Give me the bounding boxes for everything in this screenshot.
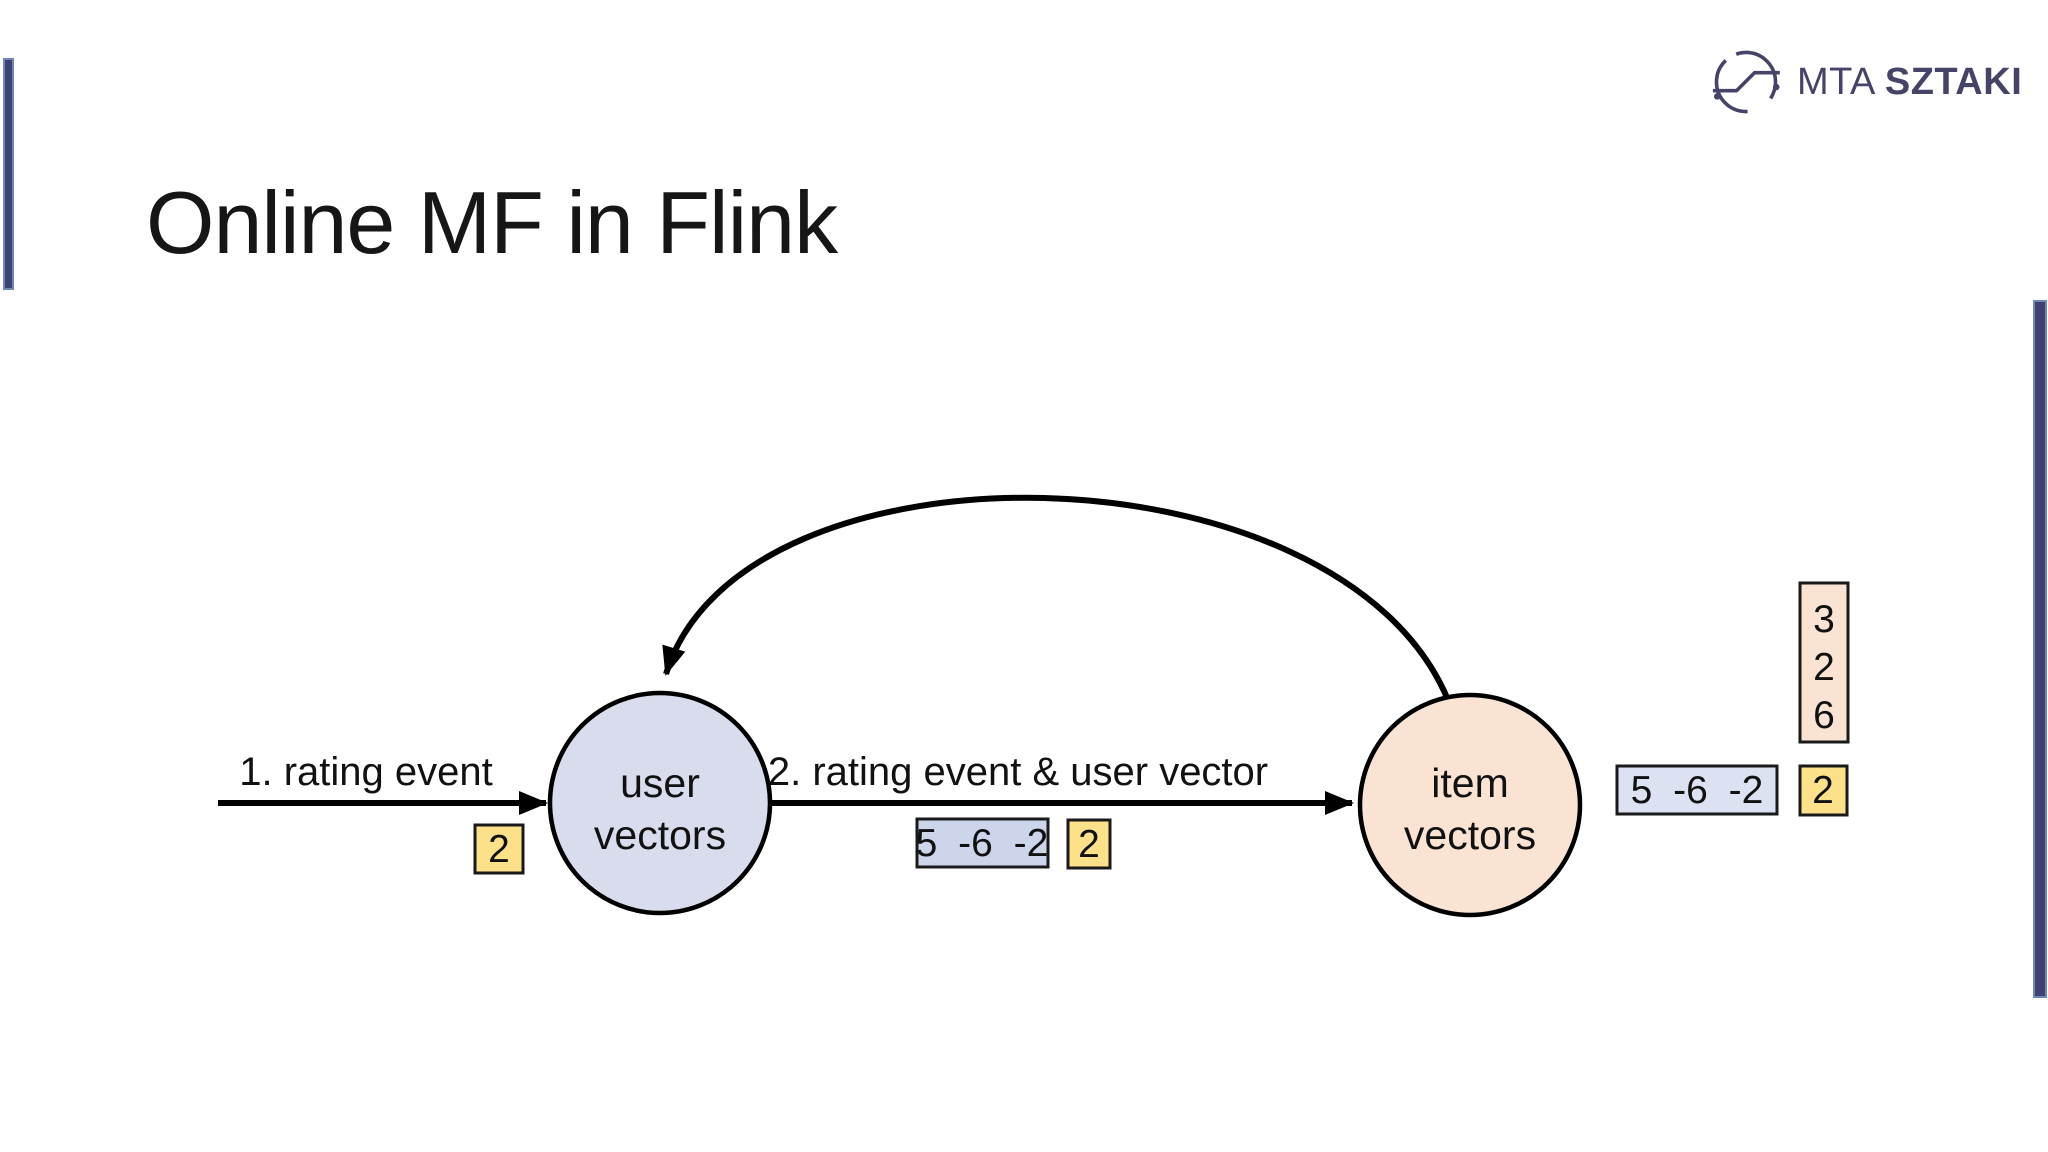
user-vector-token-mid: [915, 817, 1050, 869]
mta-sztaki-logo: MTA SZTAKI: [1710, 46, 2022, 118]
user-vectors-node: [547, 690, 773, 916]
rating-token-mid: [1066, 818, 1112, 870]
item-vector-token-right: [1615, 764, 1779, 816]
item-vector-column-value-2: 2: [1813, 646, 1835, 689]
logo-text-sztaki: SZTAKI: [1884, 60, 2023, 103]
user-vectors-label-line1: user: [620, 760, 700, 806]
sztaki-cycle-icon: [1712, 50, 1780, 114]
item-vectors-label-line2: vectors: [1404, 812, 1536, 858]
rating-token-right: [1798, 764, 1849, 817]
item-vector-column-value-3: 6: [1813, 694, 1835, 737]
rating-token-left-value: 2: [488, 828, 510, 871]
arrow-rating-event-label: 1. rating event: [239, 750, 493, 794]
page-title: Online MF in Flink: [146, 172, 838, 272]
left-accent-bar: [3, 58, 14, 290]
user-vectors-label-line2: vectors: [594, 812, 726, 858]
right-accent-bar: [2033, 300, 2047, 998]
logo-arc-ring: [1714, 50, 1778, 114]
item-vector-column: [1798, 581, 1850, 744]
rating-token-right-value: 2: [1812, 769, 1834, 812]
rating-token-mid-value: 2: [1078, 823, 1100, 866]
user-vector-token-mid-value: 5 -6 -2: [916, 822, 1049, 865]
item-vectors-node: [1357, 692, 1583, 918]
logo-dot-right: [1773, 83, 1780, 91]
feedback-arc-item-to-user: [662, 494, 1451, 702]
logo-step-line: [1712, 70, 1780, 93]
item-vector-token-right-value: 5 -6 -2: [1631, 769, 1764, 812]
item-vector-column-value-1: 3: [1813, 598, 1835, 641]
logo-wordmark: MTA SZTAKI: [1797, 61, 2022, 104]
rating-token-left: [473, 823, 525, 875]
arrow-rating-user-vector-label: 2. rating event & user vector: [768, 750, 1268, 794]
logo-text-mta: MTA: [1797, 60, 1874, 103]
logo-dot-left: [1713, 93, 1721, 100]
item-vectors-label-line1: item: [1431, 760, 1508, 806]
